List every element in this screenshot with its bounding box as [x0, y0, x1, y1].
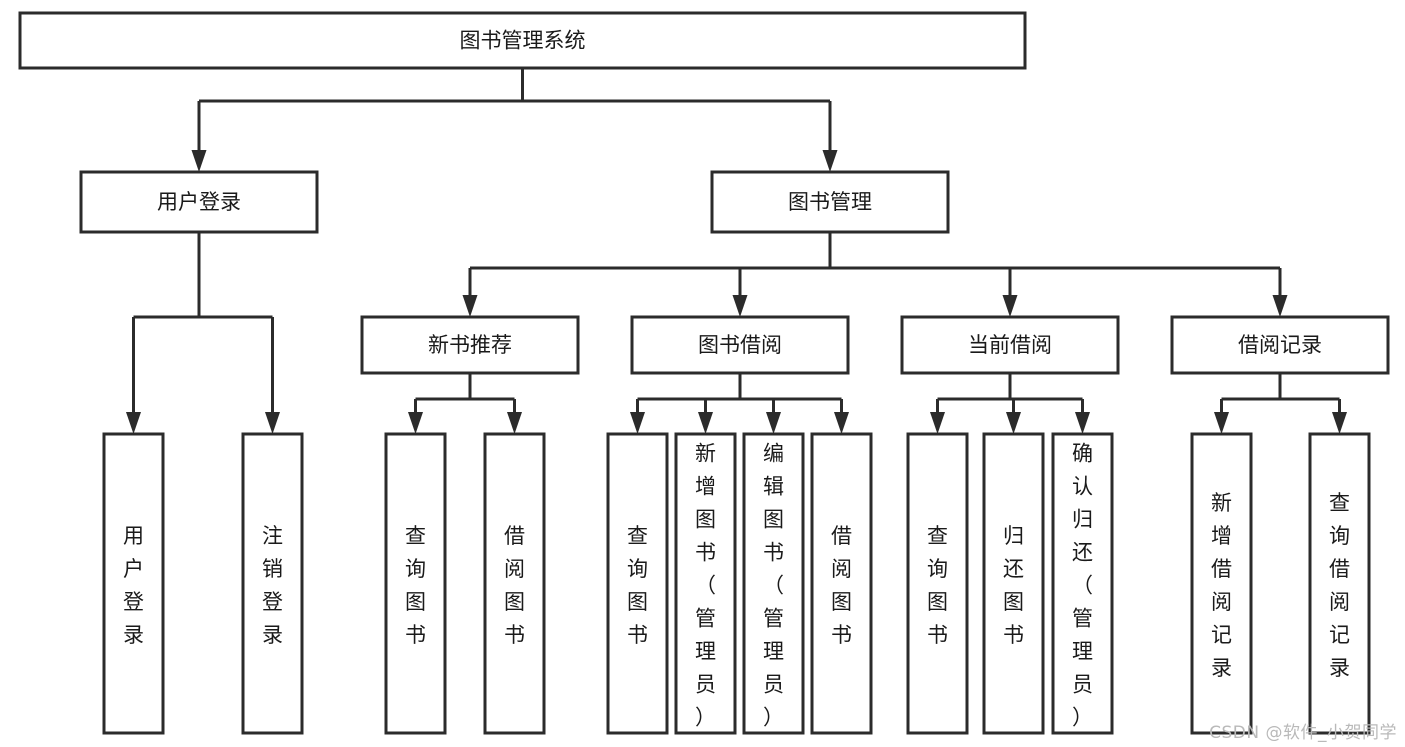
- node-label: 查询借阅记录: [1329, 491, 1350, 680]
- node-label: 图书管理系统: [460, 29, 586, 53]
- node-box[interactable]: [1170, 315, 1390, 375]
- node-label: 查询图书: [405, 524, 426, 647]
- node-label: 新增图书（管理员）: [695, 442, 716, 730]
- arrow-head-icon: [766, 412, 781, 434]
- arrow-head-icon: [408, 412, 423, 434]
- arrow-head-icon: [1002, 295, 1018, 317]
- node-box[interactable]: [674, 432, 737, 735]
- node-label: 新增借阅记录: [1211, 491, 1232, 680]
- arrow-head-icon: [1214, 412, 1229, 434]
- node-book-borrow[interactable]: 图书借阅: [630, 315, 850, 375]
- node-leaf-return-book[interactable]: 归还图书: [982, 432, 1045, 735]
- arrow-head-icon: [834, 412, 849, 434]
- node-label: 借阅记录: [1238, 333, 1322, 357]
- node-root[interactable]: 图书管理系统: [18, 11, 1027, 70]
- node-box[interactable]: [241, 432, 304, 735]
- node-label: 借阅图书: [831, 524, 852, 647]
- arrow-head-icon: [1006, 412, 1021, 434]
- node-label: 图书借阅: [698, 333, 782, 357]
- node-leaf-edit-book[interactable]: 编辑图书（管理员）: [742, 432, 805, 735]
- edge-group-borrow-record: [1214, 373, 1347, 434]
- node-leaf-query-record[interactable]: 查询借阅记录: [1308, 432, 1371, 735]
- node-box[interactable]: [810, 432, 873, 735]
- node-box[interactable]: [102, 432, 165, 735]
- edge-group-root: [191, 68, 838, 172]
- node-box[interactable]: [1190, 432, 1253, 735]
- node-label: 查询图书: [927, 524, 948, 647]
- node-box[interactable]: [900, 315, 1120, 375]
- arrow-head-icon: [822, 150, 838, 172]
- node-box[interactable]: [906, 432, 969, 735]
- arrow-head-icon: [265, 412, 280, 434]
- node-label: 新书推荐: [428, 333, 512, 357]
- node-label: 归还图书: [1003, 524, 1024, 647]
- edge-group-user-login: [126, 232, 280, 434]
- node-leaf-borrow-book-1[interactable]: 借阅图书: [483, 432, 546, 735]
- node-box[interactable]: [1051, 432, 1114, 735]
- node-box[interactable]: [606, 432, 669, 735]
- node-leaf-query-book-1[interactable]: 查询图书: [384, 432, 447, 735]
- node-box[interactable]: [18, 11, 1027, 70]
- arrow-head-icon: [930, 412, 945, 434]
- node-label: 当前借阅: [968, 333, 1052, 357]
- node-box[interactable]: [79, 170, 319, 234]
- arrow-head-icon: [1332, 412, 1347, 434]
- node-box[interactable]: [710, 170, 950, 234]
- node-new-book-rec[interactable]: 新书推荐: [360, 315, 580, 375]
- node-label: 查询图书: [627, 524, 648, 647]
- arrow-head-icon: [732, 295, 748, 317]
- nodes-layer: 图书管理系统用户登录图书管理新书推荐图书借阅当前借阅借阅记录用户登录注销登录查询…: [18, 11, 1390, 735]
- node-box[interactable]: [360, 315, 580, 375]
- node-label: 注销登录: [262, 524, 283, 647]
- edge-group-new-book-rec: [408, 373, 522, 434]
- node-box[interactable]: [742, 432, 805, 735]
- node-label: 用户登录: [123, 524, 144, 647]
- node-leaf-query-book-3[interactable]: 查询图书: [906, 432, 969, 735]
- node-leaf-user-login[interactable]: 用户登录: [102, 432, 165, 735]
- arrow-head-icon: [126, 412, 141, 434]
- node-leaf-add-record[interactable]: 新增借阅记录: [1190, 432, 1253, 735]
- node-current-borrow[interactable]: 当前借阅: [900, 315, 1120, 375]
- node-leaf-borrow-book-2[interactable]: 借阅图书: [810, 432, 873, 735]
- arrow-head-icon: [1272, 295, 1288, 317]
- node-box[interactable]: [982, 432, 1045, 735]
- node-box[interactable]: [384, 432, 447, 735]
- node-leaf-query-book-2[interactable]: 查询图书: [606, 432, 669, 735]
- node-label: 借阅图书: [504, 524, 525, 647]
- arrow-head-icon: [462, 295, 478, 317]
- arrow-head-icon: [507, 412, 522, 434]
- edge-group-book-manage: [462, 232, 1288, 317]
- node-user-login[interactable]: 用户登录: [79, 170, 319, 234]
- arrow-head-icon: [698, 412, 713, 434]
- node-leaf-logout[interactable]: 注销登录: [241, 432, 304, 735]
- node-leaf-add-book[interactable]: 新增图书（管理员）: [674, 432, 737, 735]
- node-box[interactable]: [630, 315, 850, 375]
- node-box[interactable]: [483, 432, 546, 735]
- node-label: 确认归还（管理员）: [1072, 442, 1093, 730]
- arrow-head-icon: [630, 412, 645, 434]
- edges-layer: [126, 68, 1347, 434]
- edge-group-current-borrow: [930, 373, 1090, 434]
- arrow-head-icon: [191, 150, 207, 172]
- node-box[interactable]: [1308, 432, 1371, 735]
- arrow-head-icon: [1075, 412, 1090, 434]
- edge-group-book-borrow: [630, 373, 849, 434]
- node-book-manage[interactable]: 图书管理: [710, 170, 950, 234]
- node-borrow-record[interactable]: 借阅记录: [1170, 315, 1390, 375]
- node-label: 编辑图书（管理员）: [763, 442, 784, 730]
- node-label: 图书管理: [788, 190, 872, 214]
- node-label: 用户登录: [157, 190, 241, 214]
- node-leaf-confirm-return[interactable]: 确认归还（管理员）: [1051, 432, 1114, 735]
